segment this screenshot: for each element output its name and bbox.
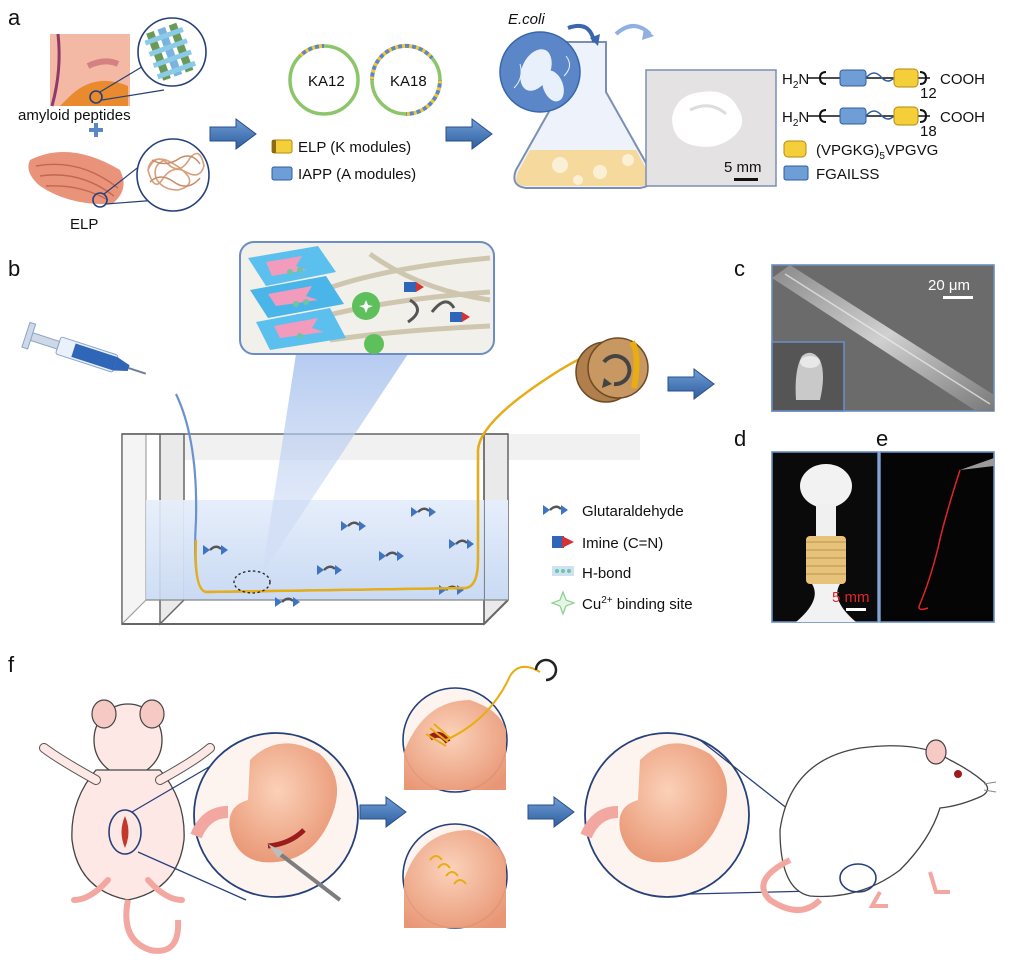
legend-k-label: ELP (K modules) (298, 139, 411, 156)
coagulation-bath (121, 433, 640, 626)
k-seq-sub: 5 (879, 151, 885, 162)
h2n-h-2: H (782, 109, 793, 126)
zoom-region-marker (233, 570, 271, 594)
svg-text:(VPGKG)5VPGVG: (VPGKG)5VPGVG (816, 142, 938, 162)
panel-label-a: a (8, 5, 21, 30)
ecoli-label: E.coli (508, 11, 545, 28)
rat-standing-illustration (760, 739, 997, 913)
plasmid-ka18-label: KA18 (390, 73, 427, 90)
glutaraldehyde-legend-icon (541, 503, 570, 517)
h2n-n-2: N (798, 109, 809, 126)
svg-text:H2N: H2N (782, 71, 809, 91)
scale-bar-label-c: 20 μm (928, 277, 970, 294)
k-seq-pre: (VPGKG) (816, 142, 879, 159)
a-sequence-icon (783, 165, 809, 181)
legend-glutaraldehyde: Glutaraldehyde (582, 503, 684, 520)
formula-block: H2N 12 COOH H2N 18 COOH (VPGKG)5VPGVG FG… (782, 68, 985, 183)
flow-arrow-icon (209, 118, 257, 150)
h2n-sub-2: 2 (793, 118, 799, 129)
plasmid-ka12-label: KA12 (308, 73, 345, 90)
scale-bar-label-d: 5 mm (832, 589, 870, 606)
protein-photo (645, 69, 777, 187)
h2n-h: H (782, 71, 793, 88)
svg-text:H2N: H2N (782, 109, 809, 129)
flow-arrow-icon (445, 118, 493, 150)
legend-imine: Imine (C=N) (582, 535, 663, 552)
repeat-18: 18 (920, 123, 937, 140)
legend-a-label: IAPP (A modules) (298, 166, 416, 183)
scale-bar-label-a: 5 mm (724, 159, 762, 176)
h2n-sub: 2 (793, 80, 799, 91)
plasmid-ka18-icon (369, 43, 442, 116)
suturing-zoom-icon (402, 658, 558, 793)
k-seq-post: VPGVG (885, 142, 938, 159)
legend-cu: Cu (582, 596, 601, 613)
sutured-zoom-icon (402, 823, 508, 929)
flask-ecoli-illustration (499, 23, 654, 189)
k-sequence-icon (783, 140, 807, 158)
fiber-path-gold (194, 348, 603, 594)
legend-b: Glutaraldehyde Imine (C=N) H-bond Cu2+ b… (541, 503, 693, 616)
collection-spool-icon (575, 337, 649, 403)
legend-cu-post: binding site (613, 596, 693, 613)
panel-label-e: e (876, 426, 888, 451)
h2n-n: N (798, 71, 809, 88)
sem-image-panel (771, 264, 995, 412)
flow-arrow-icon (667, 368, 715, 400)
a-module-icon (271, 166, 293, 181)
flow-arrow-icon (527, 796, 575, 828)
panel-label-b: b (8, 256, 20, 281)
panel-label-d: d (734, 426, 746, 451)
flow-arrow-icon (359, 796, 407, 828)
legend-hbond: H-bond (582, 565, 631, 582)
cooh-2: COOH (940, 109, 985, 126)
muscle-illustration (28, 152, 159, 208)
svg-text:Cu2+ binding site: Cu2+ binding site (582, 595, 693, 613)
imine-legend-icon (552, 536, 564, 548)
elp-coil-zoom-icon (136, 138, 210, 212)
molecular-zoom-inset (239, 241, 495, 355)
plasmid-ka12-icon (288, 44, 360, 116)
amyloid-peptides-label: amyloid peptides (18, 107, 131, 124)
healed-stomach-zoom-icon (580, 732, 859, 898)
zoom-beam (262, 354, 408, 574)
plus-icon (89, 123, 103, 137)
legend-cu-sup: 2+ (601, 595, 613, 606)
cu-site-legend-icon (550, 590, 576, 616)
repeat-12: 12 (920, 85, 937, 102)
k-module-edge (272, 140, 276, 153)
amyloid-fibril-zoom-icon (137, 17, 207, 87)
panel-label-f: f (8, 652, 15, 677)
panel-label-c: c (734, 256, 745, 281)
stomach-incision-zoom-icon (190, 732, 359, 902)
rat-supine-illustration (39, 699, 247, 954)
elp-label: ELP (70, 216, 98, 233)
amyloid-tissue-illustration (50, 33, 165, 107)
fiber-photo (879, 451, 995, 623)
syringe-icon (21, 321, 147, 375)
cooh-1: COOH (940, 71, 985, 88)
a-seq: FGAILSS (816, 166, 879, 183)
spool-photo (771, 451, 879, 623)
